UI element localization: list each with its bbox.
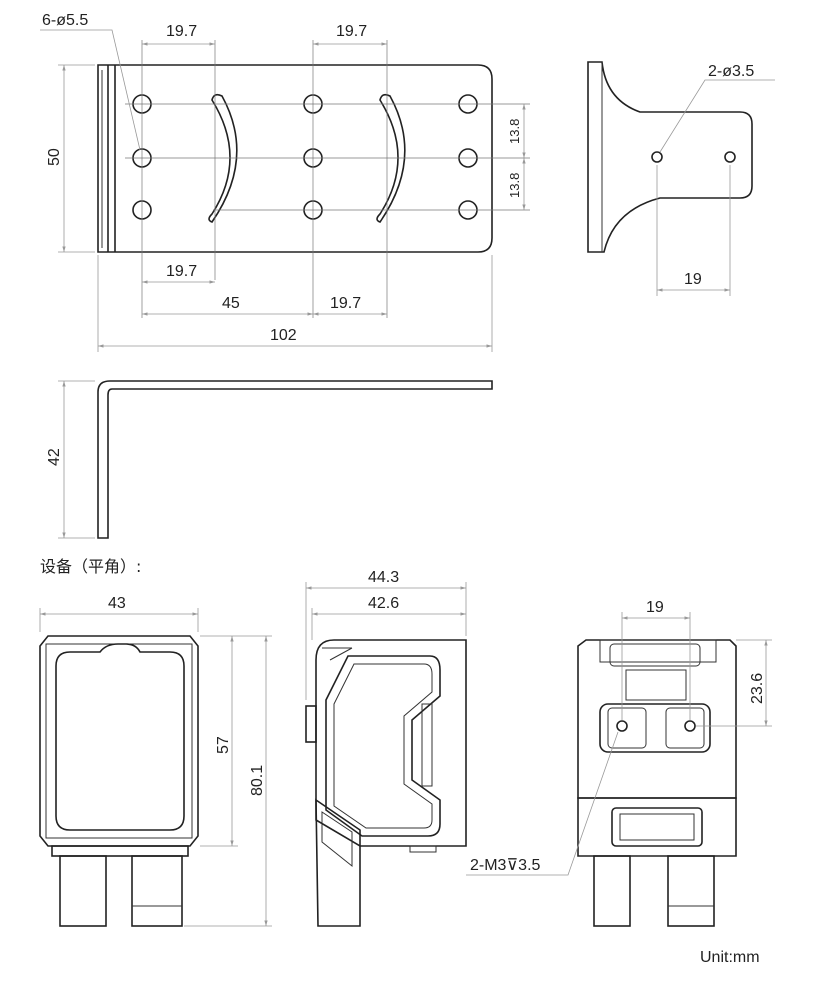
- dim-bottom-left: 19.7: [166, 263, 197, 280]
- device-back-view: 19 23.6 2-M3⊽3.5: [466, 599, 772, 927]
- dim-right-upper: 13.8: [507, 119, 522, 144]
- dim-width-43: 43: [108, 595, 126, 612]
- thread-label: 2-M3⊽3.5: [470, 857, 541, 874]
- bracket-front-view: 42: [46, 380, 493, 539]
- dim-height-23: 23.6: [749, 673, 766, 704]
- dim-top-left: 19.7: [166, 23, 197, 40]
- dim-height: 50: [46, 148, 63, 166]
- dim-width-42: 42.6: [368, 595, 399, 612]
- device-side-view: 44.3 42.6: [305, 569, 467, 927]
- unit-label: Unit:mm: [700, 949, 760, 966]
- bracket-top-view: 6-ø5.5 19.7 19.7 50 13.8 13.8 19.7 45 19…: [40, 12, 530, 352]
- dim-bottom-middle: 45: [222, 295, 240, 312]
- dim-top-right: 19.7: [336, 23, 367, 40]
- dim-right-lower: 13.8: [507, 173, 522, 198]
- dim-bottom-right: 19.7: [330, 295, 361, 312]
- device-section-title: 设备（平角）:: [40, 557, 141, 576]
- bracket-side-view: 2-ø3.5 19: [587, 61, 775, 296]
- holes-label: 6-ø5.5: [42, 12, 88, 29]
- dim-spacing-19: 19: [646, 599, 664, 616]
- dim-spacing: 19: [684, 271, 702, 288]
- device-front-view: 43 57 80.1: [39, 595, 272, 927]
- side-holes-label: 2-ø3.5: [708, 63, 754, 80]
- dim-height-80: 80.1: [249, 765, 266, 796]
- dim-width-44: 44.3: [368, 569, 399, 586]
- dim-height-42: 42: [46, 448, 63, 466]
- dim-total-width: 102: [270, 327, 297, 344]
- dim-height-57: 57: [215, 736, 232, 754]
